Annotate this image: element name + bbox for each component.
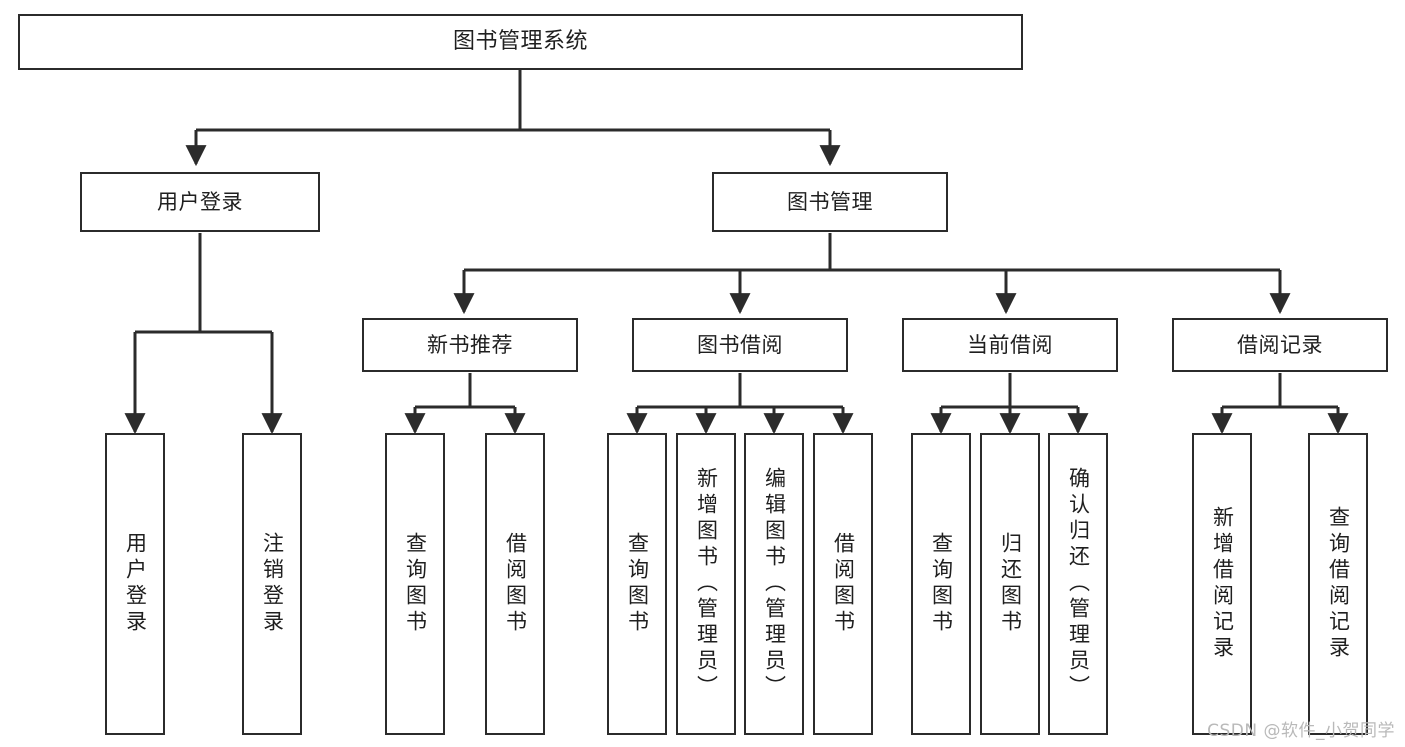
node-root-label: 图书管理系统 bbox=[452, 29, 588, 55]
node-leaf-add-record[interactable]: 新增借阅记录 bbox=[1192, 433, 1252, 735]
node-leaf-edit-book-label: 编辑图书（管理员） bbox=[762, 467, 787, 701]
node-leaf-return-book[interactable]: 归还图书 bbox=[980, 433, 1040, 735]
node-user-login-label: 用户登录 bbox=[157, 189, 243, 214]
node-leaf-borrow-book-1-label: 借阅图书 bbox=[503, 532, 528, 636]
node-leaf-query-book-2-label: 查询图书 bbox=[625, 532, 650, 636]
node-leaf-logout-login-label: 注销登录 bbox=[260, 532, 285, 636]
node-leaf-confirm-return-label: 确认归还（管理员） bbox=[1066, 467, 1091, 701]
node-book-borrow-label: 图书借阅 bbox=[697, 332, 783, 357]
node-leaf-edit-book[interactable]: 编辑图书（管理员） bbox=[744, 433, 804, 735]
node-borrow-record[interactable]: 借阅记录 bbox=[1172, 318, 1388, 372]
node-leaf-query-record[interactable]: 查询借阅记录 bbox=[1308, 433, 1368, 735]
node-user-login[interactable]: 用户登录 bbox=[80, 172, 320, 232]
node-leaf-user-login-label: 用户登录 bbox=[123, 532, 148, 636]
node-current-borrow[interactable]: 当前借阅 bbox=[902, 318, 1118, 372]
node-leaf-query-book-1[interactable]: 查询图书 bbox=[385, 433, 445, 735]
node-leaf-confirm-return[interactable]: 确认归还（管理员） bbox=[1048, 433, 1108, 735]
node-leaf-add-book-label: 新增图书（管理员） bbox=[694, 467, 719, 701]
node-leaf-add-book[interactable]: 新增图书（管理员） bbox=[676, 433, 736, 735]
node-new-book-recommend[interactable]: 新书推荐 bbox=[362, 318, 578, 372]
node-current-borrow-label: 当前借阅 bbox=[967, 332, 1053, 357]
node-borrow-record-label: 借阅记录 bbox=[1237, 332, 1323, 357]
node-leaf-logout-login[interactable]: 注销登录 bbox=[242, 433, 302, 735]
node-leaf-query-book-3[interactable]: 查询图书 bbox=[911, 433, 971, 735]
node-leaf-borrow-book-2-label: 借阅图书 bbox=[831, 532, 856, 636]
node-leaf-query-book-1-label: 查询图书 bbox=[403, 532, 428, 636]
node-leaf-add-record-label: 新增借阅记录 bbox=[1210, 506, 1235, 662]
node-leaf-user-login[interactable]: 用户登录 bbox=[105, 433, 165, 735]
node-leaf-query-book-3-label: 查询图书 bbox=[929, 532, 954, 636]
node-leaf-query-record-label: 查询借阅记录 bbox=[1326, 506, 1351, 662]
node-book-manage-label: 图书管理 bbox=[787, 189, 873, 214]
node-book-manage[interactable]: 图书管理 bbox=[712, 172, 948, 232]
node-book-borrow[interactable]: 图书借阅 bbox=[632, 318, 848, 372]
node-leaf-return-book-label: 归还图书 bbox=[998, 532, 1023, 636]
node-leaf-query-book-2[interactable]: 查询图书 bbox=[607, 433, 667, 735]
node-new-book-recommend-label: 新书推荐 bbox=[427, 332, 513, 357]
node-leaf-borrow-book-1[interactable]: 借阅图书 bbox=[485, 433, 545, 735]
node-leaf-borrow-book-2[interactable]: 借阅图书 bbox=[813, 433, 873, 735]
node-root[interactable]: 图书管理系统 bbox=[18, 14, 1023, 70]
